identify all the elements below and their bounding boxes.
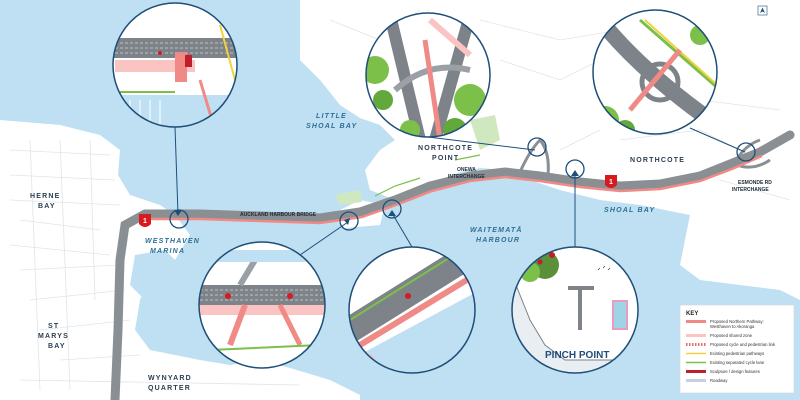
place-northcote-point: NORTHCOTE: [418, 145, 473, 152]
westhaven-inlet: [130, 250, 180, 300]
place-wynyard-quarter: QUARTER: [148, 385, 191, 392]
north-arrow-icon: [757, 5, 768, 16]
onewa-interchange-label: INTERCHANGE: [448, 174, 485, 180]
callout-pinch-point-detail: PINCH POINT: [511, 246, 639, 374]
place-st-marys-bay: BAY: [48, 343, 66, 350]
park-area: [470, 115, 500, 150]
key-label: Proposed cycle and pedestrian link: [710, 342, 776, 347]
place-st-marys-bay: MARYS: [38, 333, 69, 340]
auckland-city-land: [0, 120, 360, 400]
proposed-northern-pathway: [150, 154, 763, 225]
water-waitemata-harbour: WAITEMATĀ: [470, 226, 523, 234]
key-item: Proposed cycle and pedestrian link: [686, 342, 776, 347]
state-highway-1-marker: 1: [139, 214, 151, 227]
callout-bridge-south-detail: [198, 241, 326, 369]
state-highway-1-marker: 1: [605, 175, 617, 188]
key-label: Existing pedestrian pathways: [710, 351, 764, 356]
park-area: [335, 190, 362, 205]
place-wynyard-quarter: WYNYARD: [148, 375, 192, 382]
place-herne-bay: HERNE: [30, 193, 61, 200]
existing-cycle-lane: [374, 154, 481, 197]
key-item: Existing pedestrian pathways: [686, 351, 764, 356]
key-title: KEY: [686, 311, 698, 317]
key-label: Westhaven to Akoranga: [710, 324, 755, 329]
key-item: Proposed Northern Pathway:Westhaven to A…: [686, 319, 764, 329]
esmonde-interchange-label: ESMONDE RD: [738, 180, 772, 186]
key-label: Existing separated cycle lane: [710, 360, 765, 365]
place-herne-bay: BAY: [38, 203, 56, 210]
key-item: Sculpture / design features: [686, 369, 760, 374]
key-label: Proposed Northern Pathway:: [710, 319, 764, 324]
key-label: Proposed shared zone: [710, 333, 753, 338]
motorway-road: [110, 130, 795, 400]
water-little-shoal-bay: LITTLE: [316, 113, 347, 120]
key-label: Roadway: [710, 378, 728, 383]
svg-text:1: 1: [143, 218, 147, 225]
water-waitemata-harbour: HARBOUR: [476, 237, 520, 244]
callout-onewa-detail: [365, 12, 491, 138]
callout-arrowheads: [174, 170, 579, 225]
esmonde-interchange-label: INTERCHANGE: [732, 187, 769, 193]
focus-rings: [169, 137, 756, 231]
water-westhaven-marina: WESTHAVEN: [145, 238, 200, 245]
key-item: Proposed shared zone: [686, 333, 753, 338]
key-label: Sculpture / design features: [710, 369, 760, 374]
water-little-shoal-bay: SHOAL BAY: [306, 123, 358, 130]
esmonde-interchange-ramp: [733, 138, 771, 169]
place-northcote-point: POINT: [432, 155, 459, 162]
onewa-interchange-label: ONEWA: [457, 167, 476, 173]
water-shoal-bay: SHOAL BAY: [604, 207, 656, 214]
map-key: KEY Proposed Northern Pathway:Westhaven …: [679, 304, 795, 394]
key-item: Roadway: [686, 378, 728, 383]
bridge-label: AUCKLAND HARBOUR BRIDGE: [240, 212, 317, 218]
north-shore-east: [680, 215, 800, 300]
svg-text:1: 1: [609, 179, 613, 186]
water-westhaven-marina: MARINA: [150, 248, 185, 255]
callout-bridge-north-detail: [348, 246, 476, 374]
place-northcote: NORTHCOTE: [630, 157, 685, 164]
pinch-point-label: PINCH POINT: [545, 350, 609, 361]
place-st-marys-bay: ST: [48, 323, 59, 330]
callout-leaders: [174, 126, 746, 256]
key-item: Existing separated cycle lane: [686, 360, 765, 365]
key-items: Proposed Northern Pathway:Westhaven to A…: [686, 319, 776, 383]
